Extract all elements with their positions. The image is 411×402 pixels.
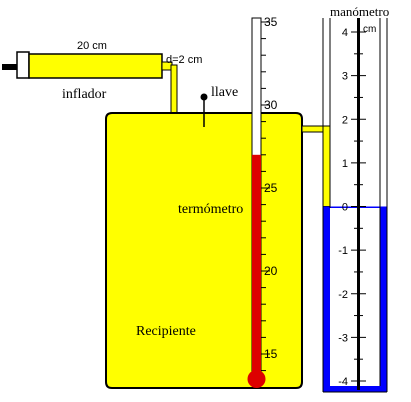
manometer-tick-label: -4 xyxy=(338,376,348,388)
pump: 20 cm d=2 cm inflador xyxy=(2,40,202,116)
thermometer-bulb xyxy=(247,370,266,388)
valve-knob-icon[interactable] xyxy=(200,93,208,101)
manometer-connector xyxy=(301,125,331,207)
thermometer-tick-label: 30 xyxy=(264,98,278,112)
manometer-tick-label: 1 xyxy=(342,158,348,170)
manometer: 4 3 2 1 0 -1 -2 -3 -4 manómetro cm xyxy=(322,4,389,393)
pump-length-label: 20 cm xyxy=(77,40,107,52)
thermometer-label: termómetro xyxy=(178,202,243,217)
thermometer-mercury-column xyxy=(252,154,261,378)
manometer-tick-label: 0 xyxy=(342,202,348,214)
manometer-label: manómetro xyxy=(330,4,389,19)
connector-tube-vertical xyxy=(322,125,331,207)
thermometer: 35 30 25 20 15 termómetro xyxy=(178,15,278,388)
manometer-tick-label: 2 xyxy=(342,114,348,126)
pump-handle[interactable] xyxy=(2,64,26,70)
valve: llave xyxy=(200,85,238,127)
pump-tube xyxy=(170,64,178,116)
valve-label: llave xyxy=(211,85,238,100)
manometer-tick-label: 4 xyxy=(342,27,348,39)
thermometer-tick-label: 15 xyxy=(264,347,278,361)
manometer-unit-label: cm xyxy=(363,24,376,35)
pump-plunger-head xyxy=(16,51,30,79)
pump-diameter-label: d=2 cm xyxy=(166,54,202,66)
manometer-scale: 4 3 2 1 0 -1 -2 -3 -4 xyxy=(338,27,366,388)
thermometer-scale: 35 30 25 20 15 xyxy=(261,15,278,372)
manometer-tick-label: -3 xyxy=(338,332,348,344)
manometer-tick-label: -2 xyxy=(338,289,348,301)
manometer-tick-label: 3 xyxy=(342,71,348,83)
manometer-scale-bar xyxy=(357,18,360,390)
thermometer-tick-label: 35 xyxy=(264,15,278,29)
pump-label: inflador xyxy=(62,87,107,102)
thermometer-tick-label: 25 xyxy=(264,181,278,195)
manometer-gap xyxy=(330,208,380,386)
thermometer-tick-label: 20 xyxy=(264,264,278,278)
manometer-tick-label: -1 xyxy=(338,245,348,257)
container-label: Recipiente xyxy=(136,324,196,339)
pump-barrel xyxy=(28,53,163,79)
